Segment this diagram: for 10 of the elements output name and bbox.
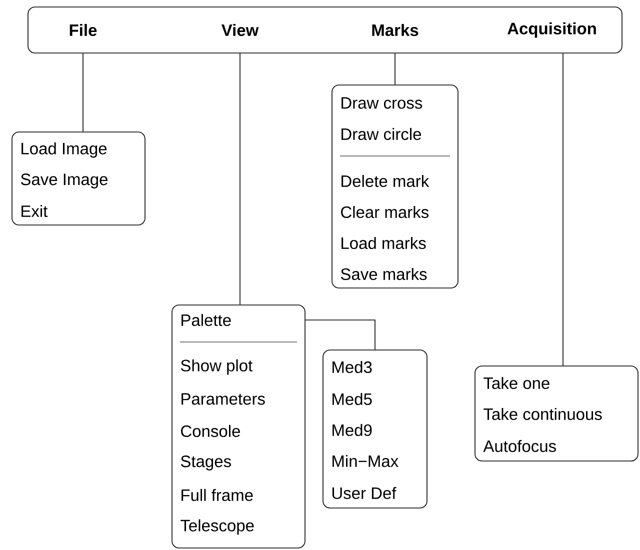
connector-line [562,53,564,366]
dropdown-menu: Med3 Med5 Med9 Min−Max User Def [322,350,428,508]
dropdown-menu: Palette Show plot Parameters Console Stages Full frame Telescope [172,304,306,548]
dropdown-menu: Draw cross Draw circle Delete mark Clear marks Load marks Save marks [332,84,458,288]
connector-line [305,320,376,350]
connector-line [394,53,396,85]
dropdown-menu: Load Image Save Image Exit [12,132,146,226]
dropdown-menu: Take one Take continuous Autofocus [474,366,638,462]
connector-line [82,53,84,132]
menu-bar: File View Marks Acquisition [28,6,622,54]
